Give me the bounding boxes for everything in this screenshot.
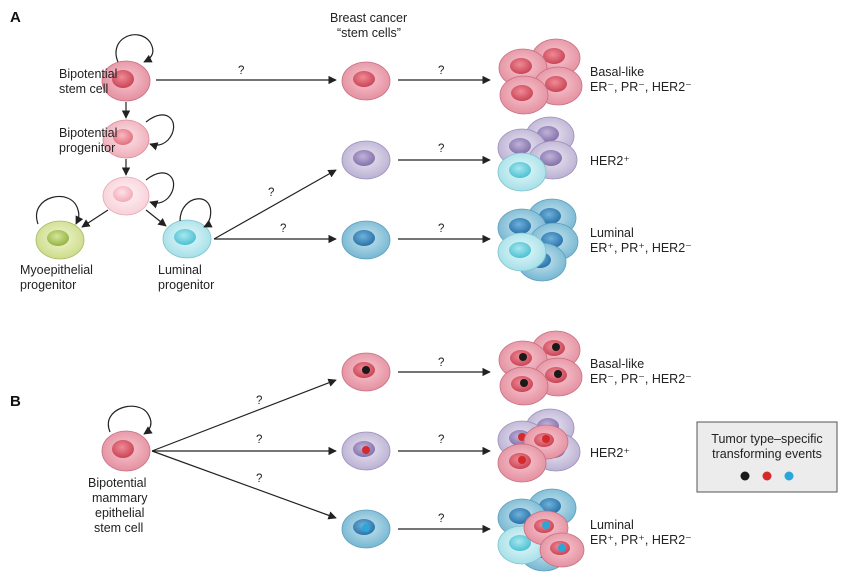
black-event-dot xyxy=(362,366,370,374)
intermediate-progenitor-cell xyxy=(102,176,150,216)
label-her2-a: HER2⁺ xyxy=(590,154,630,168)
tumor-cluster-her2-transformed xyxy=(497,408,581,483)
myoepithelial-progenitor-cell xyxy=(35,220,85,260)
bipotential-mammary-stem-cell xyxy=(101,430,151,472)
self-renewal-arrow xyxy=(179,198,213,228)
red-event-dot xyxy=(362,446,370,454)
label-bipotential-progenitor-line1: Bipotential xyxy=(59,126,117,140)
panel-label-b: B xyxy=(10,393,21,410)
bipotential-progenitor-cell xyxy=(102,119,150,159)
label-bmesc-line1: Bipotential xyxy=(88,476,146,490)
legend-title-line1: Tumor type–specific xyxy=(711,432,822,446)
label-luminal-b-line2: ER⁺, PR⁺, HER2⁻ xyxy=(590,533,692,547)
self-renewal-arrow xyxy=(145,114,175,151)
question-mark: ? xyxy=(268,187,274,199)
label-basal-like-b-line2: ER⁻, PR⁻, HER2⁻ xyxy=(590,372,692,386)
bcsc-basal-cell-transformed xyxy=(341,352,391,392)
bcsc-her2-cell-transformed xyxy=(341,431,391,471)
bcsc-basal-cell xyxy=(341,61,391,101)
tumor-cluster-basal-like-transformed xyxy=(498,330,583,406)
question-mark: ? xyxy=(238,65,244,77)
label-bmesc-line4: stem cell xyxy=(94,521,143,535)
question-mark: ? xyxy=(438,434,444,446)
label-bcsc-line2: “stem cells” xyxy=(337,26,401,40)
label-luminal-a-line2: ER⁺, PR⁺, HER2⁻ xyxy=(590,241,692,255)
transformation-arrow xyxy=(213,169,337,240)
label-basal-like-b-line1: Basal-like xyxy=(590,357,644,371)
panel-label-a: A xyxy=(10,9,21,26)
label-myoepithelial-line1: Myoepithelial xyxy=(20,263,93,277)
label-basal-like-a-line1: Basal-like xyxy=(590,65,644,79)
blue-event-dot xyxy=(362,524,370,532)
tumor-cluster-her2 xyxy=(497,116,578,192)
transformation-arrow xyxy=(151,378,337,452)
question-mark: ? xyxy=(280,223,286,235)
tumor-cluster-luminal-transformed xyxy=(497,488,585,572)
self-renewal-arrow xyxy=(35,195,84,225)
label-her2-b: HER2⁺ xyxy=(590,446,630,460)
label-bmesc-line2: mammary xyxy=(92,491,148,505)
label-myoepithelial-line2: progenitor xyxy=(20,278,76,292)
differentiation-arrow xyxy=(81,209,109,228)
label-bmesc-line3: epithelial xyxy=(95,506,144,520)
legend-box: Tumor type–specific transforming events xyxy=(696,421,838,493)
label-bcsc-line1: Breast cancer xyxy=(330,11,407,25)
label-bipotential-stem-cell-line1: Bipotential xyxy=(59,67,117,81)
label-bipotential-progenitor-line2: progenitor xyxy=(59,141,115,155)
tumor-cluster-basal-like xyxy=(498,38,583,115)
question-mark: ? xyxy=(256,473,262,485)
differentiation-arrow xyxy=(145,209,167,227)
question-mark: ? xyxy=(438,223,444,235)
legend-red-dot xyxy=(762,471,772,481)
label-luminal-progenitor-line2: progenitor xyxy=(158,278,214,292)
self-renewal-arrow xyxy=(107,405,153,435)
legend-black-dot xyxy=(740,471,750,481)
question-mark: ? xyxy=(256,434,262,446)
question-mark: ? xyxy=(438,513,444,525)
legend-title-line2: transforming events xyxy=(712,447,822,461)
question-mark: ? xyxy=(438,65,444,77)
self-renewal-arrow xyxy=(115,34,154,63)
bcsc-her2-cell xyxy=(341,140,391,180)
label-basal-like-a-line2: ER⁻, PR⁻, HER2⁻ xyxy=(590,80,692,94)
question-mark: ? xyxy=(438,357,444,369)
legend-blue-dot xyxy=(784,471,794,481)
question-mark: ? xyxy=(256,395,262,407)
bcsc-luminal-cell xyxy=(341,220,391,260)
question-mark: ? xyxy=(438,143,444,155)
luminal-progenitor-cell xyxy=(162,219,212,259)
label-luminal-progenitor-line1: Luminal xyxy=(158,263,202,277)
self-renewal-arrow xyxy=(145,172,175,209)
label-luminal-a-line1: Luminal xyxy=(590,226,634,240)
label-bipotential-stem-cell-line2: stem cell xyxy=(59,82,108,96)
label-luminal-b-line1: Luminal xyxy=(590,518,634,532)
bcsc-luminal-cell-transformed xyxy=(341,509,391,549)
bipotential-stem-cell xyxy=(101,60,151,102)
tumor-cluster-luminal xyxy=(497,198,579,282)
transformation-arrow xyxy=(151,450,337,520)
